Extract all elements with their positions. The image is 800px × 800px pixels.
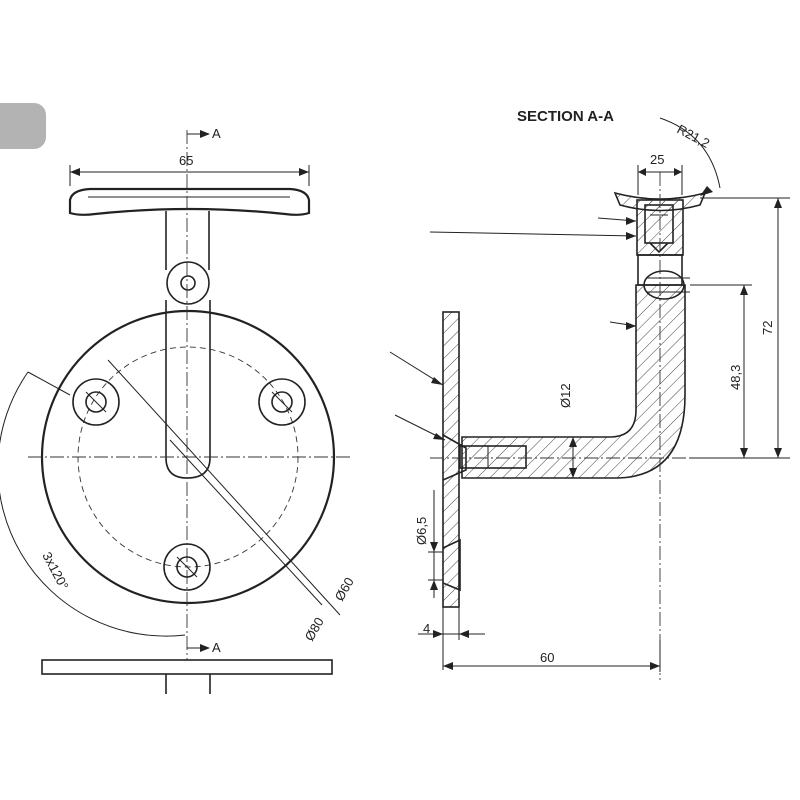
dim-base-diameter: Ø80 xyxy=(302,615,327,644)
dim-hole-spacing: 3x120° xyxy=(39,549,71,592)
bottom-view xyxy=(41,659,333,694)
front-view xyxy=(0,130,350,660)
dim-saddle-width: 25 xyxy=(650,152,664,167)
dim-height-total: 72 xyxy=(760,321,775,335)
page-corner-tab xyxy=(0,103,46,149)
dim-bolt-circle: Ø60 xyxy=(332,575,357,604)
mounting-hole-bottom xyxy=(163,543,211,591)
dim-width-top-plate: 65 xyxy=(179,153,193,168)
section-base-plate xyxy=(442,311,460,608)
dim-projection: 60 xyxy=(540,650,554,665)
dim-hole-diameter: Ø6,5 xyxy=(414,517,429,545)
dim-rod-diameter: Ø12 xyxy=(558,383,573,408)
mounting-hole-left xyxy=(72,378,120,426)
section-title: SECTION A-A xyxy=(517,108,614,125)
section-mark-bottom: A xyxy=(212,640,221,655)
section-mark-top: A xyxy=(212,126,221,141)
dim-height-arm: 48,3 xyxy=(728,365,743,390)
hinge-joint xyxy=(166,261,210,305)
mounting-hole-right xyxy=(258,378,306,426)
hinge-pin xyxy=(180,275,196,291)
section-view xyxy=(389,117,790,680)
top-saddle-plate xyxy=(68,187,311,216)
support-arm xyxy=(165,300,211,479)
dim-base-thickness: 4 xyxy=(423,621,430,636)
dim-radius: R21,2 xyxy=(675,121,713,151)
